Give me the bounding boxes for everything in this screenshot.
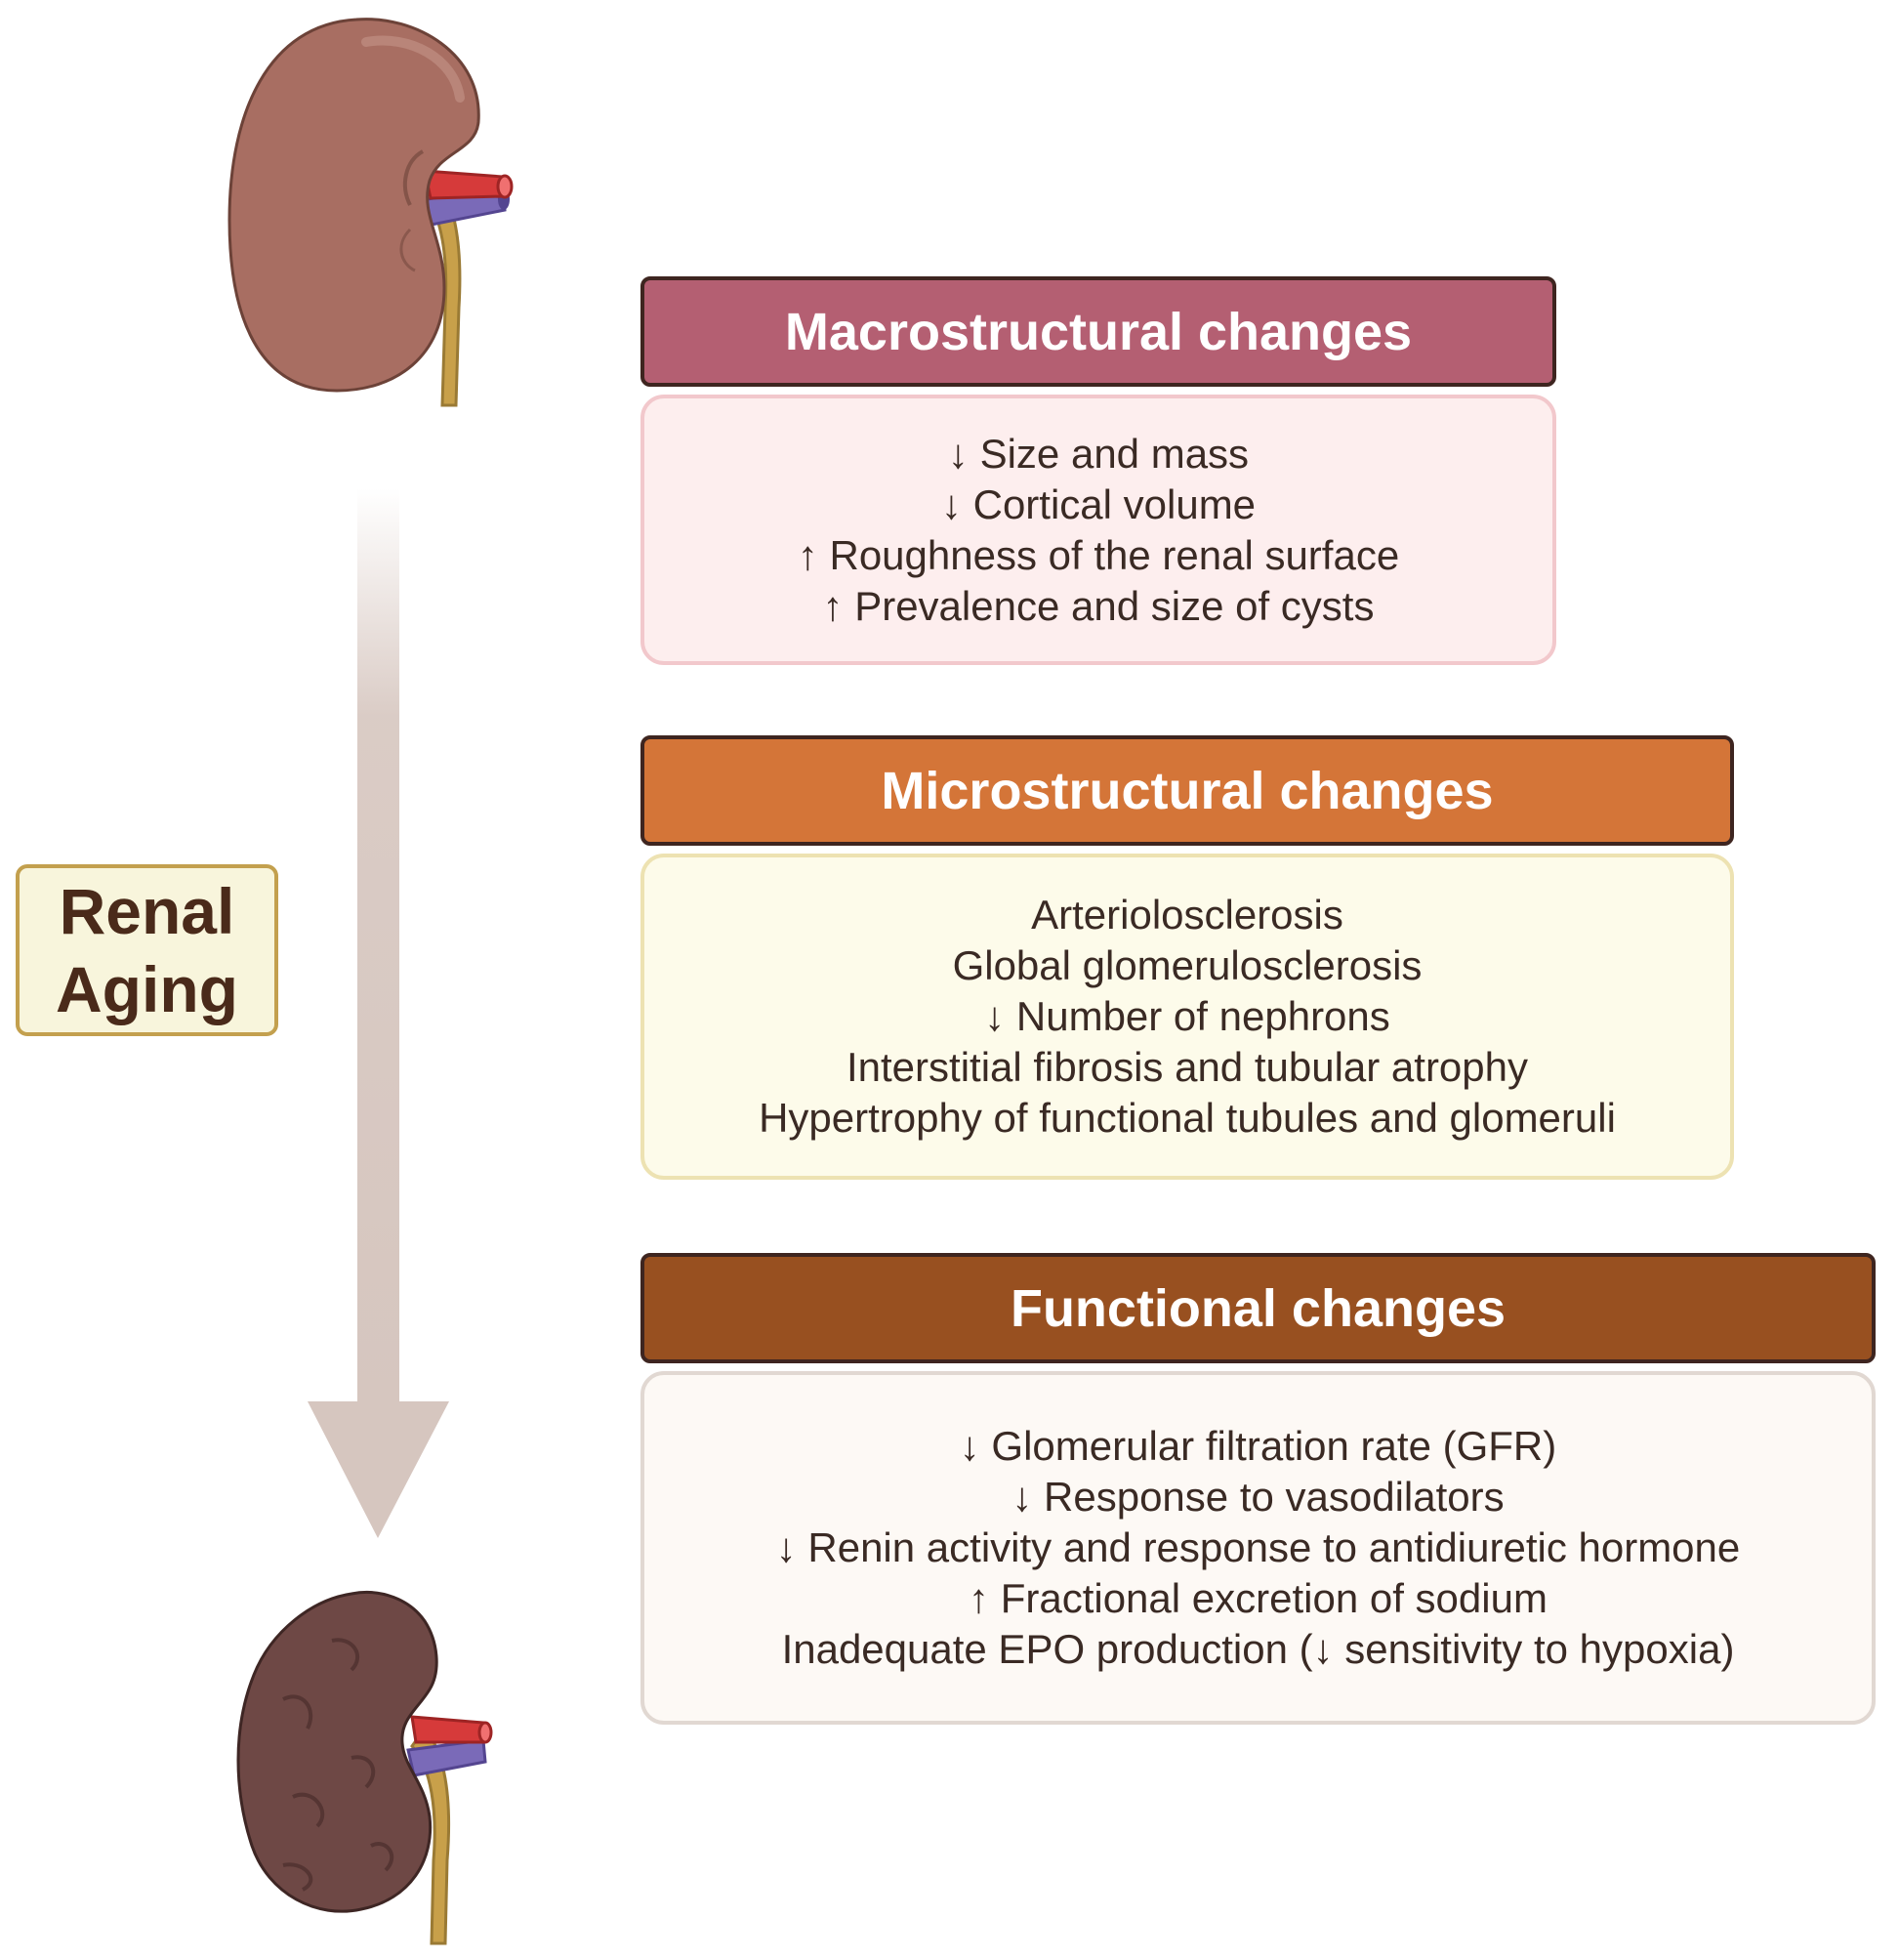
functional-header: Functional changes: [640, 1253, 1876, 1363]
list-item: Interstitial fibrosis and tubular atroph…: [846, 1044, 1529, 1090]
macrostructural-title: Macrostructural changes: [784, 302, 1413, 361]
list-item: ↑ Prevalence and size of cysts: [822, 582, 1375, 629]
microstructural-list: Arteriolosclerosis Global glomeruloscler…: [640, 854, 1734, 1180]
list-item: Inadequate EPO production (↓ sensitivity…: [781, 1626, 1735, 1672]
list-item: ↓ Response to vasodilators: [1011, 1474, 1505, 1520]
list-item: ↓ Size and mass: [947, 430, 1250, 477]
list-item: Hypertrophy of functional tubules and gl…: [759, 1095, 1616, 1141]
macrostructural-header: Macrostructural changes: [640, 276, 1556, 387]
list-item: ↑ Fractional excretion of sodium: [969, 1575, 1548, 1621]
renal-aging-line2: Aging: [56, 953, 238, 1025]
list-item: Global glomerulosclerosis: [952, 942, 1423, 988]
list-item: ↓ Glomerular filtration rate (GFR): [959, 1423, 1557, 1469]
renal-aging-line1: Renal: [59, 875, 235, 947]
functional-title: Functional changes: [1010, 1278, 1507, 1338]
aged-kidney-icon: [236, 1590, 493, 1945]
down-arrow-icon: [308, 488, 449, 1538]
functional-list: ↓ Glomerular filtration rate (GFR) ↓ Res…: [640, 1371, 1876, 1725]
list-item: Arteriolosclerosis: [1031, 892, 1343, 938]
macrostructural-list: ↓ Size and mass ↓ Cortical volume ↑ Roug…: [640, 395, 1556, 665]
list-item: ↓ Cortical volume: [940, 480, 1257, 527]
microstructural-title: Microstructural changes: [881, 761, 1494, 820]
list-item: ↓ Number of nephrons: [984, 993, 1390, 1039]
list-item: ↑ Roughness of the renal surface: [797, 531, 1400, 578]
microstructural-header: Microstructural changes: [640, 735, 1734, 846]
renal-aging-label: Renal Aging: [16, 864, 278, 1036]
list-item: ↓ Renin activity and response to antidiu…: [775, 1524, 1741, 1570]
healthy-kidney-icon: [227, 18, 514, 407]
